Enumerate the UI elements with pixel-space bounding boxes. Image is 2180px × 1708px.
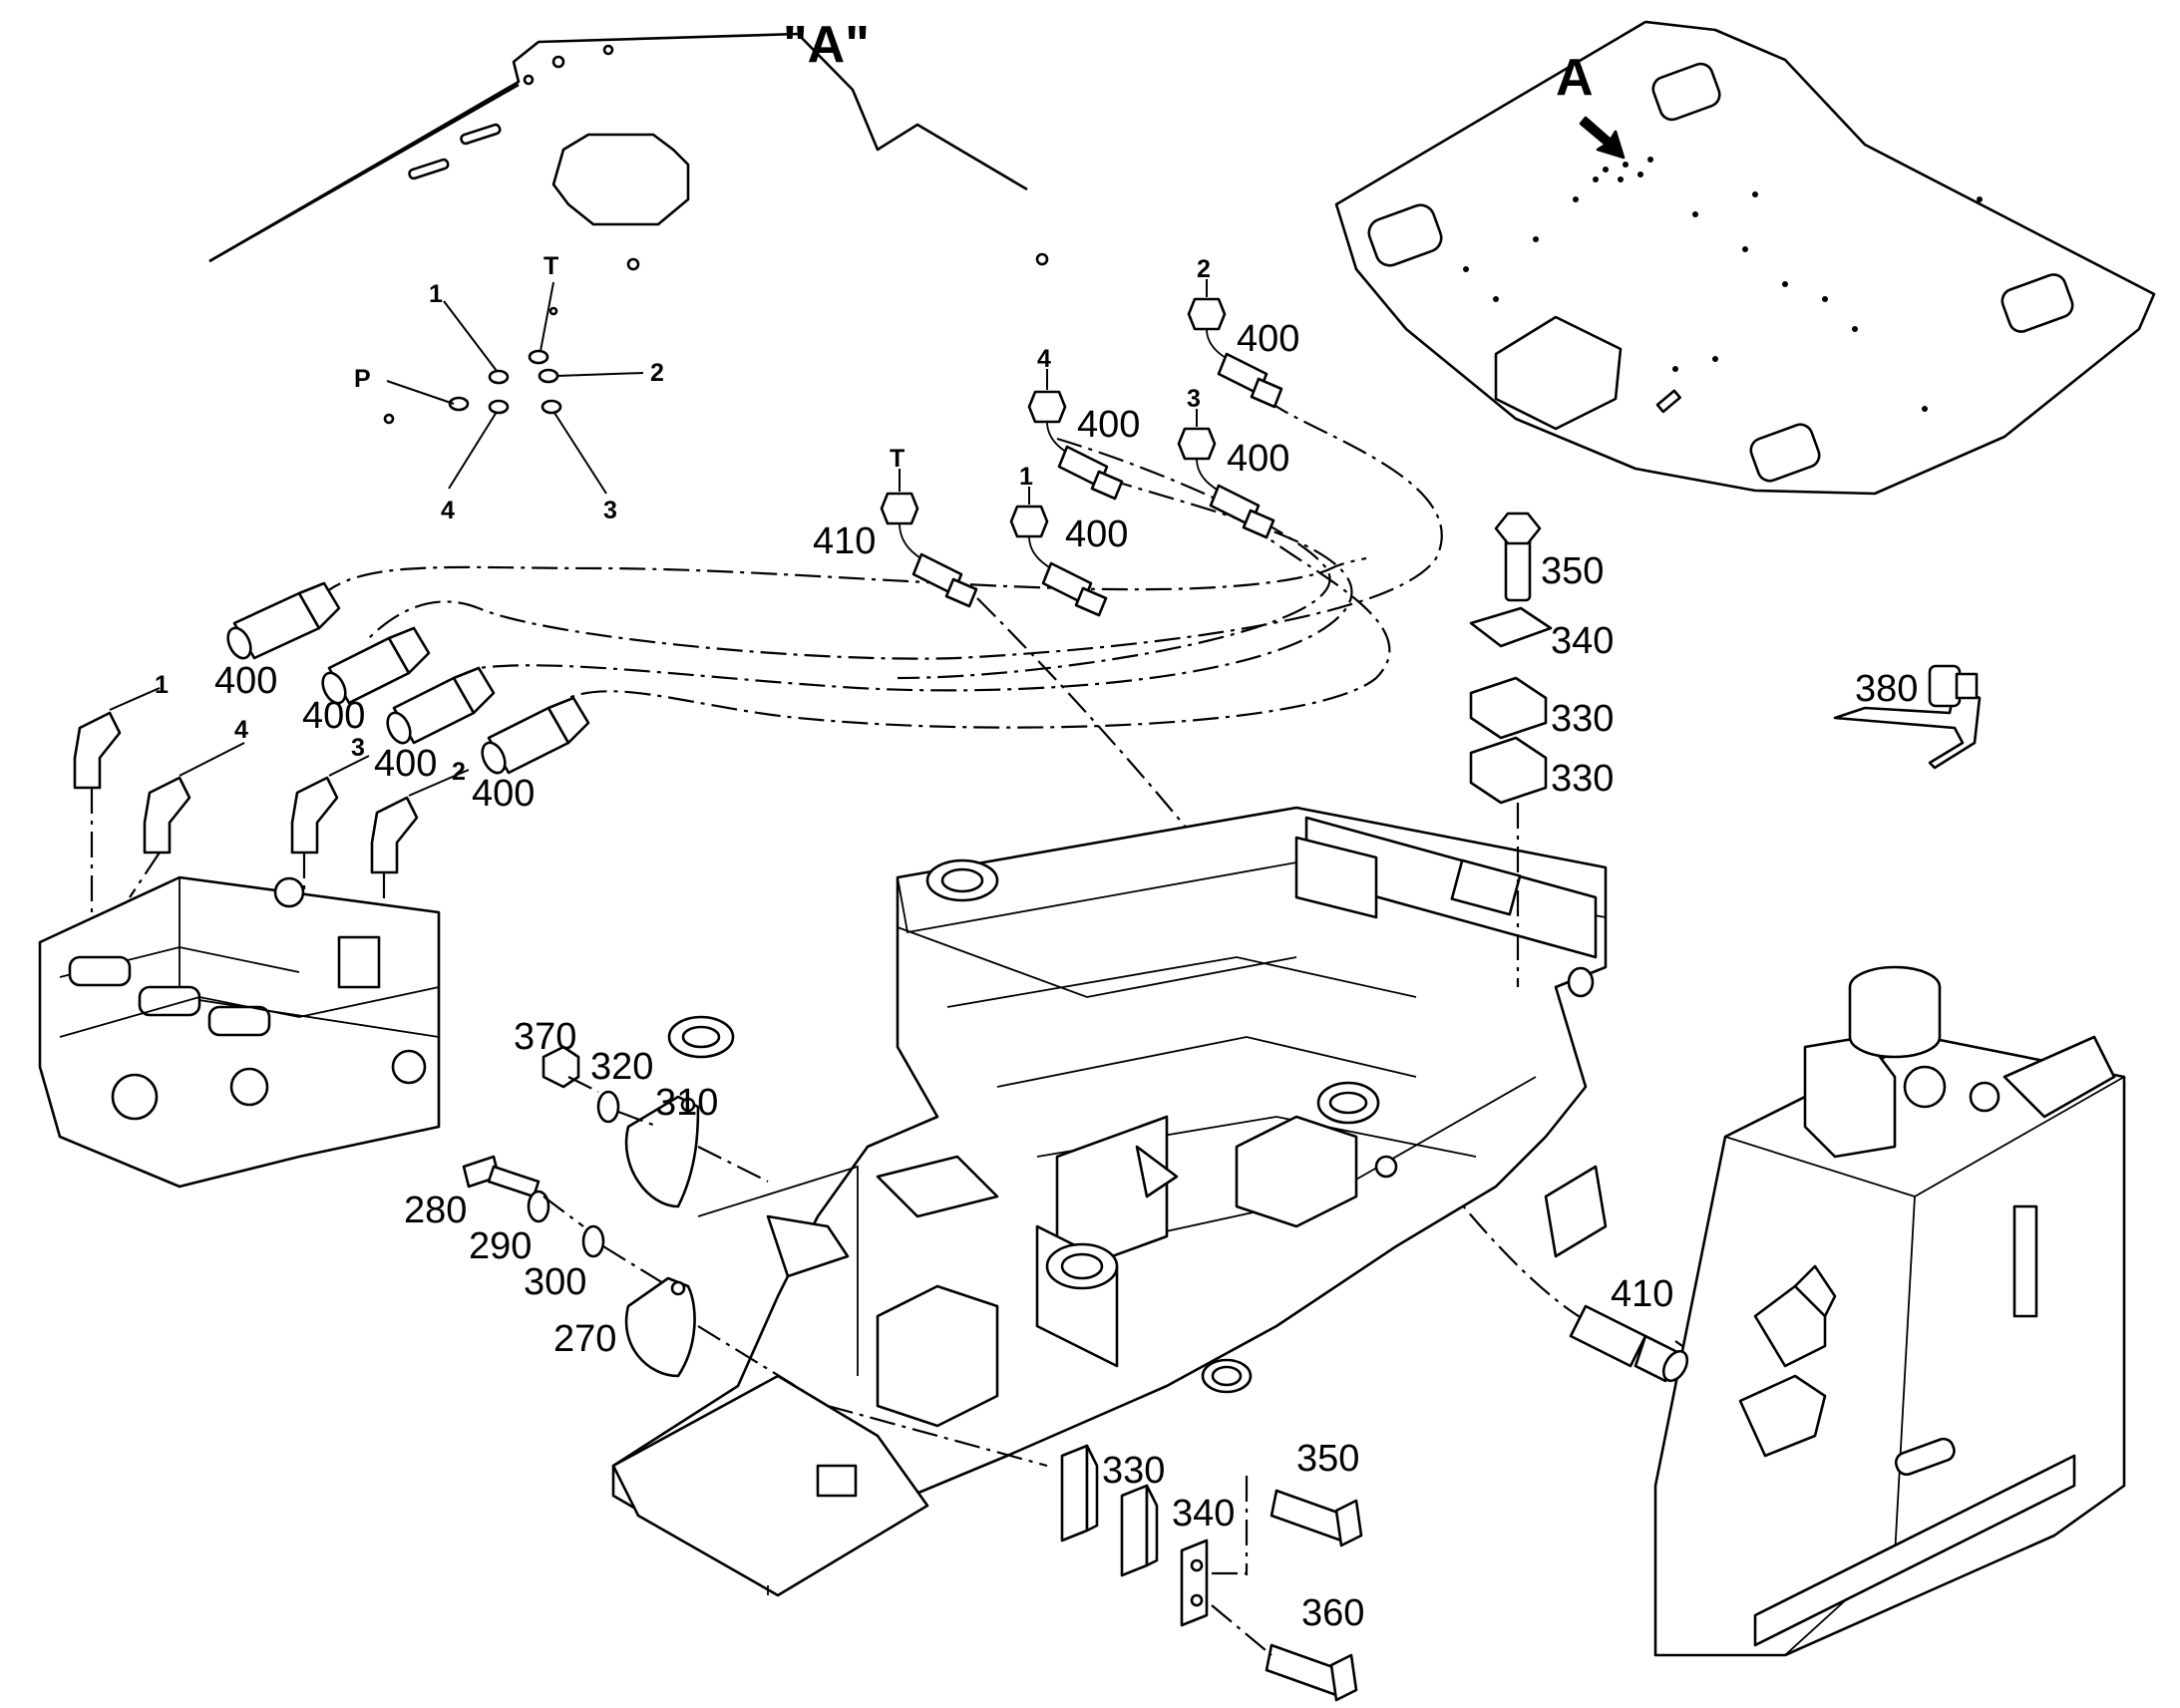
callout-290: 290 [469,1225,532,1267]
clamp-parts-middle [462,1045,1048,1468]
hose-port-4: 4 [1037,345,1051,373]
callout-330: 330 [1102,1450,1165,1492]
callout-400: 400 [1077,404,1140,446]
upper-platform: A [1334,20,2156,496]
elbow-fittings: 1 4 3 2 [73,671,470,997]
port-label-2: 2 [650,359,664,387]
callout-400: 400 [1065,513,1128,555]
callout-300: 300 [524,1261,586,1303]
clamp-stack-upper [1469,512,1553,987]
callout-330: 330 [1551,758,1614,800]
port-label-4: 4 [441,497,455,524]
callout-330: 330 [1551,698,1614,740]
hose-port-t: T [890,445,905,473]
callout-340: 340 [1172,1493,1235,1535]
port-label-t: T [544,252,558,280]
callout-400: 400 [214,660,277,702]
hose-fittings-upper: 2 4 3 T 1 [880,255,1283,617]
callout-360: 360 [1301,1592,1364,1634]
callout-400: 400 [1227,438,1289,480]
hose-ends-left [226,581,590,775]
hose-port-2: 2 [1197,255,1211,283]
control-valve-block [38,875,441,1189]
hose-410-lower [1569,1304,1689,1383]
detail-view-a: T 1 2 P 4 3 "A" [208,16,1049,524]
callout-310: 310 [655,1082,718,1124]
port-label-p: P [354,365,371,393]
callout-320: 320 [590,1046,653,1088]
clamp-parts-bottom [1060,1444,1363,1702]
callout-400: 400 [374,743,437,785]
lower-frame [611,806,1608,1597]
hose-port-1: 1 [1019,463,1033,491]
callout-400: 400 [472,773,535,815]
callout-400: 400 [302,695,365,737]
platform-holes [1463,157,1983,412]
callout-270: 270 [553,1318,616,1360]
callout-340: 340 [1551,620,1614,662]
port-label-3: 3 [603,497,617,524]
callout-400: 400 [1237,318,1299,360]
callout-numbers: 400 400 400 410 400 400 400 400 400 350 … [214,318,1918,1634]
hydraulic-tank [1653,965,2126,1657]
callout-280: 280 [404,1190,467,1231]
callout-350: 350 [1541,550,1604,592]
callout-380: 380 [1855,668,1918,710]
detail-view-title: "A" [783,16,870,74]
hose-port-3: 3 [1187,385,1201,413]
valve-port-3: 3 [351,734,365,762]
valve-port-2: 2 [452,758,466,786]
valve-port-1: 1 [155,671,169,699]
view-a-marker: A [1556,49,1594,107]
callout-350: 350 [1296,1438,1359,1480]
callout-410: 410 [813,520,876,562]
port-label-1: 1 [429,280,443,308]
valve-port-4: 4 [234,716,248,744]
callout-410: 410 [1611,1273,1673,1315]
callout-370: 370 [514,1016,576,1058]
cable-tie-380 [1833,664,1982,770]
